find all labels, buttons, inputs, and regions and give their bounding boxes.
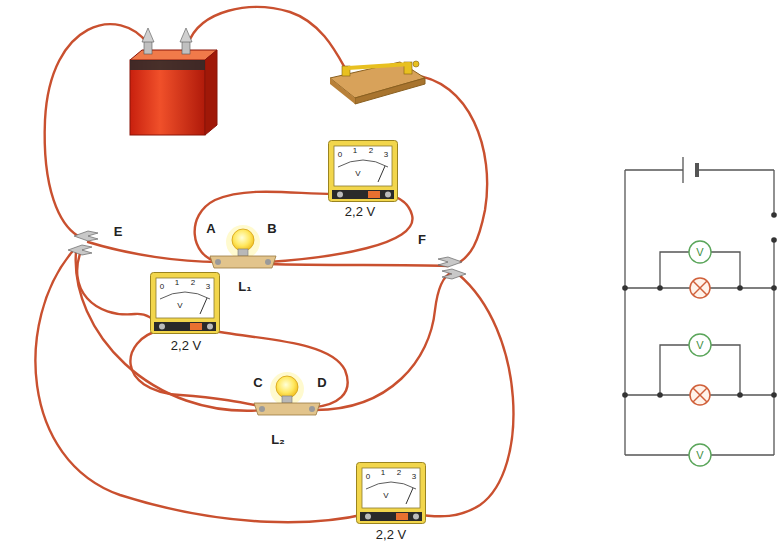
scale-number: 1 xyxy=(175,279,179,288)
scale-number: 2 xyxy=(397,469,401,478)
unit-symbol: V xyxy=(355,170,360,179)
voltmeter-letter: V xyxy=(696,246,703,258)
lamp xyxy=(254,372,320,415)
voltage-reading: 2,2 V xyxy=(376,528,406,542)
scale-number: 3 xyxy=(384,151,388,160)
alligator-clip xyxy=(68,245,92,255)
lamp xyxy=(210,225,276,268)
voltage-reading: 2,2 V xyxy=(345,205,375,219)
unit-symbol: V xyxy=(383,492,388,501)
scale-number: 0 xyxy=(160,283,164,292)
unit-symbol: V xyxy=(177,302,182,311)
point-label: E xyxy=(114,225,123,239)
scale-number: 3 xyxy=(412,473,416,482)
scale-number: 3 xyxy=(206,283,210,292)
lamp-label: L₂ xyxy=(271,433,285,447)
lamp-symbol xyxy=(690,278,710,405)
point-label: C xyxy=(253,376,262,390)
point-label: A xyxy=(206,222,215,236)
voltmeter-symbol xyxy=(689,241,711,466)
scale-number: 0 xyxy=(366,473,370,482)
point-label: F xyxy=(418,233,426,247)
junction-dots xyxy=(622,212,777,398)
voltage-reading: 2,2 V xyxy=(171,339,201,353)
scale-number: 0 xyxy=(338,151,342,160)
alligator-clip xyxy=(438,257,462,267)
voltmeter-letter: V xyxy=(696,339,703,351)
voltmeter xyxy=(151,273,220,334)
voltmeter xyxy=(357,463,426,524)
wires xyxy=(35,7,513,522)
scale-number: 2 xyxy=(369,147,373,156)
voltmeter xyxy=(329,141,398,202)
point-label: D xyxy=(317,376,326,390)
alligator-clip xyxy=(74,231,98,241)
voltmeter-letter: V xyxy=(696,449,703,461)
alligator-clip xyxy=(442,269,466,279)
schematic xyxy=(625,157,774,455)
battery xyxy=(130,28,217,135)
scale-number: 1 xyxy=(381,469,385,478)
scale-number: 1 xyxy=(353,147,357,156)
switch xyxy=(330,61,425,104)
point-label: B xyxy=(267,222,276,236)
scale-number: 2 xyxy=(191,279,195,288)
lamp-label: L₁ xyxy=(238,280,251,294)
